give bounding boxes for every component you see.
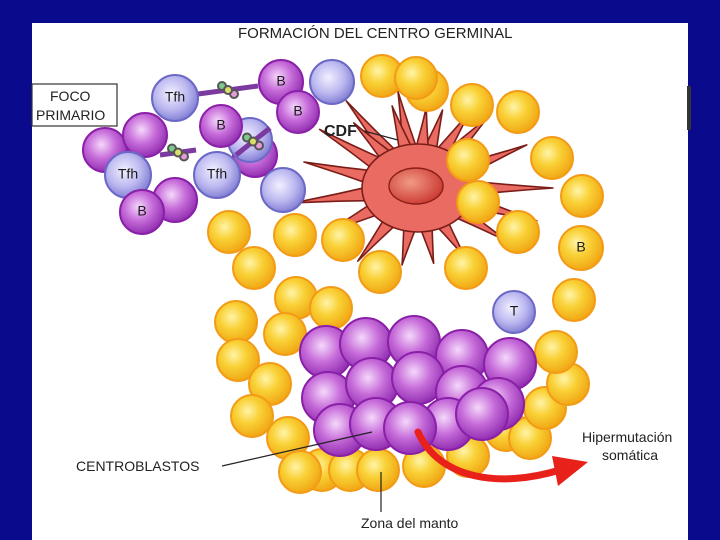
- focus-cell: [260, 167, 306, 213]
- mantle-zone-cells: [207, 54, 604, 494]
- mantle-zone-cell: [216, 338, 260, 382]
- centroblastos-label: CENTROBLASTOS: [76, 458, 199, 474]
- mantle-zone-cell: [321, 218, 365, 262]
- centroblast-cell: [455, 387, 509, 441]
- receptor-node: [248, 136, 258, 147]
- tfh-label-1: Tfh: [165, 89, 185, 105]
- tfh-cell-2: Tfh: [104, 151, 152, 199]
- b-cell-3: B: [199, 104, 243, 148]
- edge-marker: [687, 86, 691, 130]
- tfh-label-3: Tfh: [207, 166, 227, 182]
- tfh-label-2: Tfh: [118, 166, 138, 182]
- mantle-zone-cell: [278, 450, 322, 494]
- centroblast-cells: [299, 315, 537, 457]
- cdf-label: CDF: [324, 123, 357, 140]
- b-label-5: B: [576, 239, 585, 255]
- b-cell-5: B: [558, 225, 604, 271]
- mantle-zone-cell: [309, 286, 353, 330]
- hipermutacion-line1: Hipermutación: [582, 429, 672, 445]
- tfh-cell-1: Tfh: [151, 74, 199, 122]
- mantle-zone-cell: [214, 300, 258, 344]
- mantle-zone-cell: [496, 210, 540, 254]
- mantle-zone-cell: [534, 330, 578, 374]
- focus-cell: [309, 59, 355, 105]
- b-cell-2: B: [276, 90, 320, 134]
- t-cell-1: T: [492, 290, 536, 334]
- mantle-zone-cell: [560, 174, 604, 218]
- mantle-zone-cell: [496, 90, 540, 134]
- zona-manto-label: Zona del manto: [361, 515, 458, 531]
- t-label-1: T: [510, 303, 519, 319]
- b-label-2: B: [293, 103, 302, 119]
- receptor-node: [223, 85, 233, 95]
- focus-cell: [122, 112, 168, 158]
- mantle-zone-cell: [356, 448, 400, 492]
- foco-primario-line1: FOCO: [50, 88, 91, 104]
- mantle-zone-cell: [450, 83, 494, 127]
- mantle-zone-cell: [358, 250, 402, 294]
- mantle-zone-cell: [446, 138, 490, 182]
- mantle-zone-cell: [456, 180, 500, 224]
- cdf-leader-line: [363, 130, 399, 141]
- hipermutacion-line2: somática: [602, 447, 658, 463]
- b-label-4: B: [137, 203, 146, 219]
- mantle-zone-cell: [444, 246, 488, 290]
- foco-primario-line2: PRIMARIO: [36, 107, 105, 123]
- mantle-zone-cell: [230, 394, 274, 438]
- mantle-zone-cell: [394, 56, 438, 100]
- tfh-b-interactions: [159, 81, 272, 162]
- mantle-zone-cell: [207, 210, 251, 254]
- mantle-zone-cell: [530, 136, 574, 180]
- hypermutation-arrow: [414, 428, 588, 486]
- b-cell-4: B: [119, 189, 165, 235]
- foco-primario-box: FOCO PRIMARIO: [31, 83, 118, 127]
- mantle-zone-cell: [232, 246, 276, 290]
- mantle-zone-cell: [552, 278, 596, 322]
- mantle-zone-cell: [273, 213, 317, 257]
- tfh-cell-3: Tfh: [193, 151, 241, 199]
- cdf-nucleus: [388, 167, 444, 205]
- diagram-title: FORMACIÓN DEL CENTRO GERMINAL: [238, 25, 512, 42]
- b-label-1: B: [276, 73, 285, 89]
- receptor-node: [173, 147, 183, 158]
- b-label-3: B: [216, 117, 225, 133]
- centroblastos-leader-line: [221, 431, 373, 467]
